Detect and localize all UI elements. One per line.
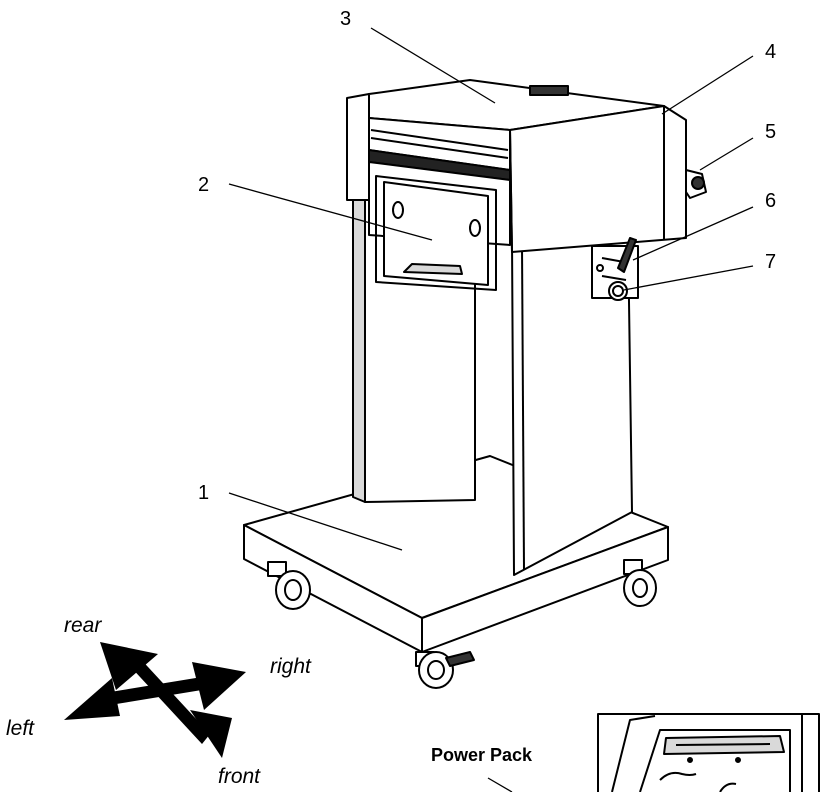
leader-lines <box>228 27 754 792</box>
leader-3 <box>370 27 496 104</box>
arrow-front-icon <box>190 710 232 758</box>
callout-2: 2 <box>198 174 210 196</box>
leader-5 <box>699 137 754 171</box>
direction-rear-label: rear <box>64 614 102 637</box>
arrow-rear-icon <box>100 642 158 690</box>
callout-7: 7 <box>765 251 777 273</box>
callout-1: 1 <box>198 482 210 504</box>
callout-6: 6 <box>765 190 777 212</box>
control-plate <box>591 237 639 301</box>
caster-right <box>623 559 657 607</box>
power-pack-label: Power Pack <box>431 745 533 765</box>
callout-5: 5 <box>765 121 777 143</box>
leader-7 <box>623 265 754 291</box>
callout-3: 3 <box>340 8 352 30</box>
callout-4: 4 <box>765 41 777 63</box>
arrow-right-icon <box>192 662 246 710</box>
leader-6 <box>632 206 754 261</box>
side-lever <box>685 169 707 199</box>
direction-arrows <box>64 642 246 758</box>
power-pack-inset <box>597 713 820 792</box>
direction-right-label: right <box>270 655 311 678</box>
arrow-left-icon <box>64 678 120 720</box>
leader-power-pack <box>487 777 513 792</box>
leader-2 <box>228 183 433 241</box>
leader-1 <box>228 492 403 551</box>
direction-front-label: front <box>218 765 261 788</box>
direction-left-label: left <box>6 717 35 740</box>
leader-4 <box>661 55 754 115</box>
caster-front <box>415 651 475 689</box>
front-panel <box>375 175 497 291</box>
caster-left <box>267 561 311 610</box>
